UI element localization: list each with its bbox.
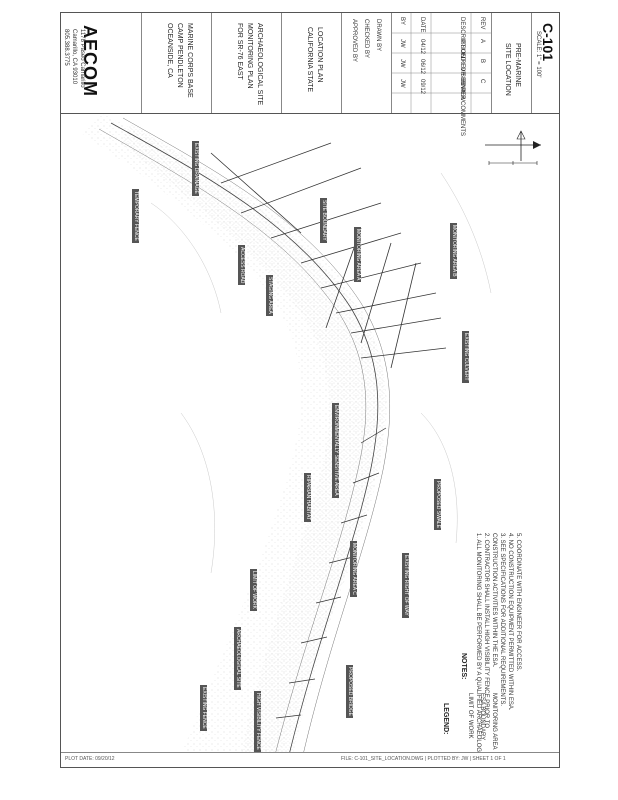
- revision-grid: [391, 13, 491, 113]
- company-address-line-3: 805.388.3775: [63, 29, 69, 66]
- client-line-1: MARINE CORPS BASE: [186, 23, 193, 98]
- north-arrow-icon: [485, 130, 541, 165]
- rev-a-by: JW: [399, 39, 405, 48]
- sheet-number-column: C-101 SCALE: 1" = 100': [531, 13, 559, 113]
- rev-header-by: BY: [399, 17, 405, 26]
- notes-title: NOTES:: [460, 653, 467, 680]
- client-line-3: OCEANSIDE, CA: [166, 23, 173, 78]
- callout-esa: ENVIRONMENTALLY SENSITIVE AREA: [332, 403, 339, 498]
- footer-strip: PLOT DATE: 09/20/12 FILE: C-101_SITE_LOC…: [61, 752, 559, 767]
- signature-column: DRAWN BY CHECKED BY APPROVED BY: [341, 13, 392, 113]
- revisions-column: REV DESCRIPTION DATE BY A ISSUED FOR REV…: [391, 13, 492, 136]
- callout-riparian-habitat: RIPARIAN HABITAT: [304, 473, 311, 523]
- callout-site-boundary: SITE BOUNDARY: [320, 198, 327, 243]
- subject-column: LOCATION PLAN CALIFORNIA STATE: [281, 13, 342, 113]
- callout-monitoring-area-a: MONITORING AREA A: [354, 227, 361, 283]
- legend-item-3: MONITORING AREA: [491, 693, 497, 750]
- callout-access-road: ACCESS ROAD: [238, 245, 245, 286]
- project-column: ARCHAEOLOGICAL SITE MONITORING PLAN FOR …: [211, 13, 282, 113]
- company-address-line-1: 1178 Paseo Camarillo: [79, 29, 85, 88]
- rev-a-id: A: [479, 39, 485, 44]
- callout-archaeological-site: ARCHAEOLOGICAL SITE: [234, 627, 241, 690]
- sheet-title-line-2: SITE LOCATION: [504, 43, 511, 96]
- rev-header-date: DATE: [419, 17, 425, 33]
- callout-proposed-swale: PROPOSED SWALE: [434, 479, 441, 531]
- rev-header-rev: REV: [479, 17, 485, 30]
- sheet-title-line-1: PRE-MARINE: [514, 43, 521, 87]
- rev-c-id: C: [479, 79, 485, 84]
- callout-limit-of-work: LIMIT OF WORK: [250, 569, 257, 611]
- title-block: AECOM 1178 Paseo Camarillo Camarillo, CA…: [61, 13, 559, 136]
- drawing-sheet: AECOM 1178 Paseo Camarillo Camarillo, CA…: [60, 12, 560, 768]
- callout-existing-drainage: EXISTING DRAINAGE: [192, 141, 199, 196]
- project-line-2: MONITORING PLAN: [246, 23, 253, 89]
- approved-by-label: APPROVED BY: [351, 19, 357, 63]
- sheet-title-column: PRE-MARINE SITE LOCATION: [491, 13, 532, 113]
- project-line-1: ARCHAEOLOGICAL SITE: [256, 23, 263, 106]
- sheet-number: C-101: [540, 23, 556, 62]
- rev-b-by: JW: [399, 59, 405, 68]
- drawn-by-label: DRAWN BY: [375, 19, 381, 52]
- project-line-3: FOR SR-76 EAST: [236, 23, 243, 80]
- checked-by-label: CHECKED BY: [363, 19, 369, 59]
- logo-column: AECOM 1178 Paseo Camarillo Camarillo, CA…: [61, 13, 142, 113]
- callout-existing-row: EXISTING RIGHT OF WAY: [402, 553, 409, 618]
- callout-existing-culvert: EXISTING CULVERT: [462, 331, 469, 383]
- scale-note: SCALE: 1" = 100': [535, 31, 541, 78]
- note-5: 4. NO CONSTRUCTION EQUIPMENT PERMITTED W…: [507, 533, 513, 711]
- callout-monitoring-area-c: MONITORING AREA C: [350, 541, 357, 597]
- subject-line-1: LOCATION PLAN: [316, 27, 323, 83]
- rev-c-by: JW: [399, 79, 405, 88]
- legend-item-2: ESA BOUNDARY: [479, 693, 485, 741]
- client-line-2: CAMP PENDLETON: [176, 23, 183, 88]
- rev-b-date: 06/12: [419, 59, 425, 75]
- file-info: FILE: C-101_SITE_LOCATION.DWG | PLOTTED …: [341, 756, 506, 762]
- note-6: 5. COORDINATE WITH ENGINEER FOR ACCESS.: [515, 533, 521, 672]
- client-column: MARINE CORPS BASE CAMP PENDLETON OCEANSI…: [141, 13, 212, 113]
- company-address-line-2: Camarillo, CA 93010: [71, 29, 77, 85]
- note-4: 3. SEE SPECIFICATIONS FOR ADDITIONAL REQ…: [499, 533, 505, 707]
- rev-c-desc: FINAL: [459, 79, 465, 97]
- callout-existing-fence: EXISTING FENCE: [200, 685, 207, 731]
- callout-proposed-bridge: PROPOSED BRIDGE: [346, 665, 353, 718]
- legend-title: LEGEND:: [442, 703, 449, 735]
- callout-high-visibility-fence: HIGH VISIBILITY FENCE: [254, 691, 261, 752]
- callout-monitoring-area-b: MONITORING AREA B: [450, 223, 457, 279]
- rev-c-date: 09/12: [419, 79, 425, 95]
- subject-line-2: CALIFORNIA STATE: [306, 27, 313, 93]
- plot-date: PLOT DATE: 09/20/12: [65, 756, 115, 762]
- rev-a-date: 04/12: [419, 39, 425, 55]
- callout-staging-area: STAGING AREA: [266, 275, 273, 316]
- callout-temporary-fence: TEMPORARY FENCE: [132, 189, 139, 243]
- rev-b-id: B: [479, 59, 485, 64]
- legend-item-1: LIMIT OF WORK: [467, 693, 473, 739]
- note-3: CONSTRUCTION ACTIVITIES WITHIN THE ESA.: [491, 533, 497, 668]
